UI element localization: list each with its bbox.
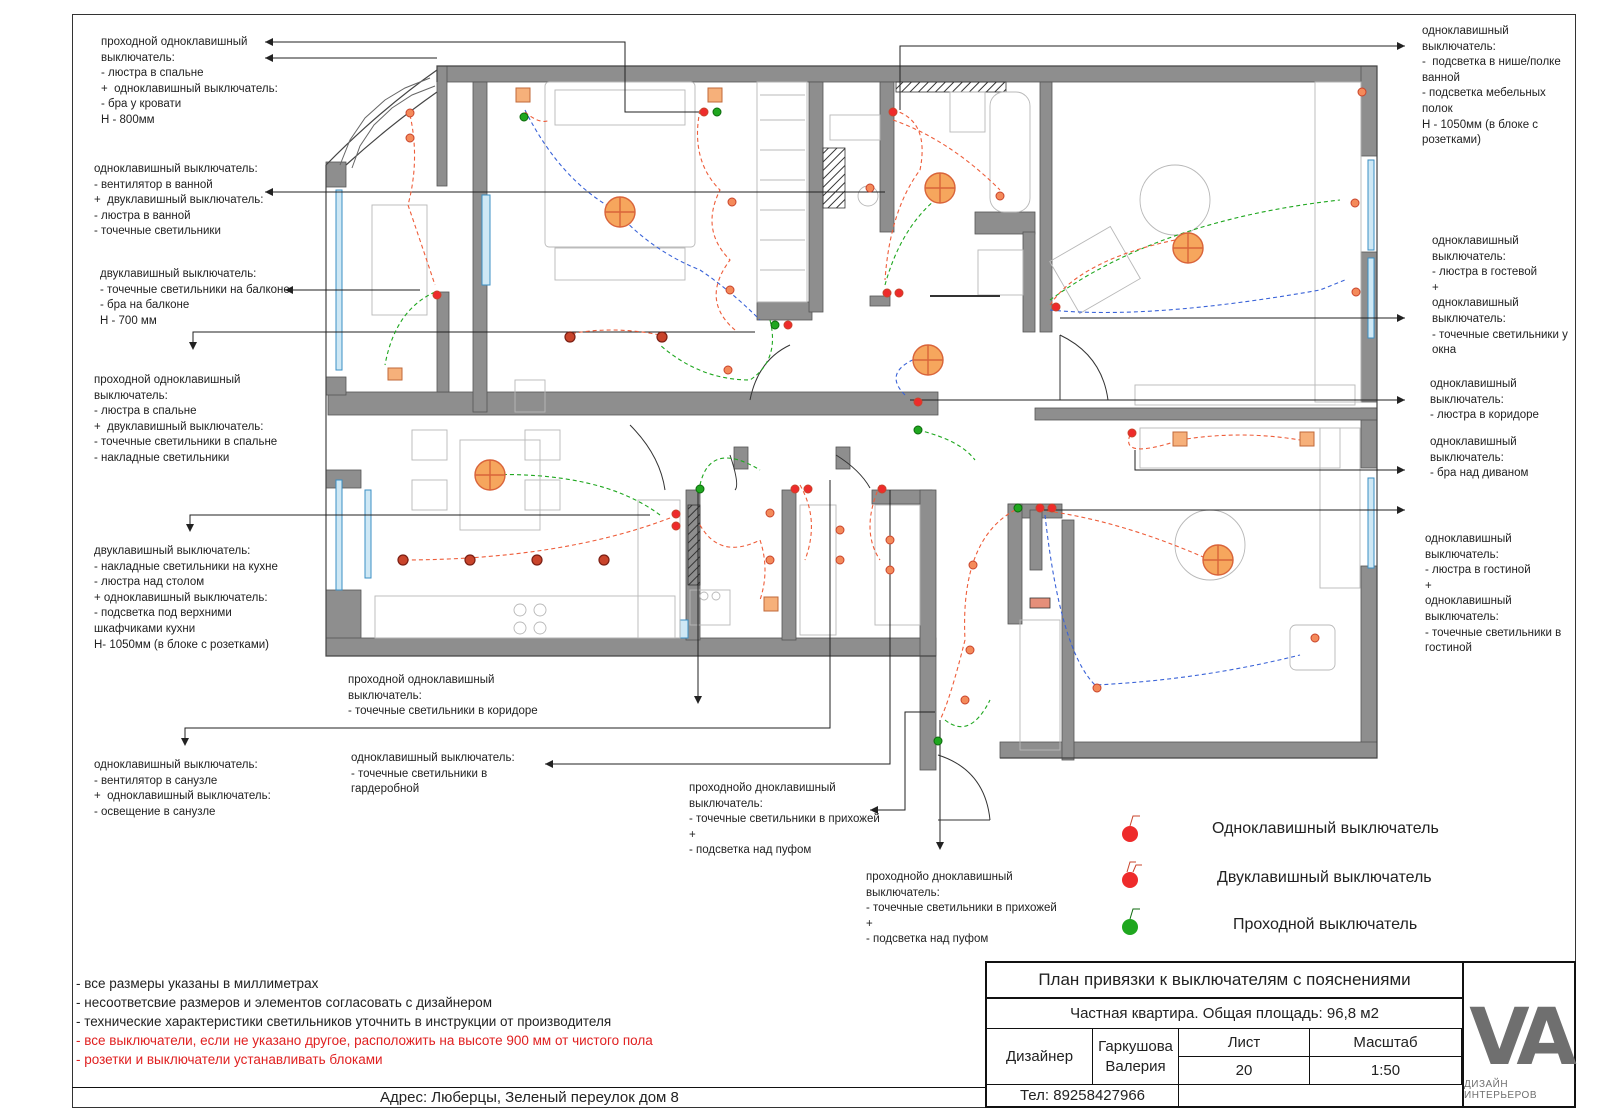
designer-name: Гаркушова Валерия (1093, 1029, 1179, 1085)
logo-caption: ДИЗАЙН ИНТЕРЬЕРОВ (1464, 1079, 1537, 1101)
sheet-subtitle: Частная квартира. Общая площадь: 96,8 м2 (987, 999, 1462, 1029)
designer-label: Дизайнер (987, 1029, 1093, 1085)
note-bedroom-double-switch: проходной одноклавишный выключатель: - л… (94, 374, 278, 464)
wiring (384, 109, 1346, 728)
designer-name-last: Валерия (1105, 1057, 1166, 1075)
note-kitchen-switch: двуклавишный выключатель: - накладные св… (94, 545, 278, 651)
doors (629, 295, 1109, 821)
general-note-2: - несоответсвие размеров и элементов сог… (76, 995, 493, 1010)
leader-lines (184, 41, 1405, 845)
note-hall-pass-switch-2: проходнойо дноклавишный выключатель: - т… (866, 871, 1057, 946)
note-bedroom-pass-switch: проходной одноклавишный выключатель: - л… (101, 36, 278, 126)
sheet-label: Лист (1179, 1029, 1310, 1057)
legend-double-switch-label: Двуклавишный выключатель (1217, 869, 1432, 886)
note-hall-pass-switch-1: проходнойо дноклавишный выключатель: - т… (689, 782, 880, 857)
general-note-4: - все выключатели, если не указано друго… (76, 1033, 653, 1048)
title-block: План привязки к выключателям с пояснения… (985, 961, 1577, 1108)
designer-name-first: Гаркушова (1098, 1037, 1173, 1055)
windows (335, 159, 1375, 639)
general-note-3: - технические характеристики светильнико… (76, 1014, 612, 1029)
chandelier-bedroom (604, 196, 636, 228)
note-living-room-switch: одноклавишный выключатель: - люстра в го… (1425, 533, 1562, 655)
outline (325, 65, 1378, 759)
logo-mark: VA (1469, 993, 1576, 1083)
balcony-bay (339, 77, 436, 169)
legend-pass-switch-label: Проходной выключатель (1233, 916, 1418, 933)
chandelier-kitchen (474, 459, 506, 491)
legend-single-switch-label: Одноклавишный выключатель (1212, 820, 1439, 837)
note-niche-switch: одноклавишный выключатель: - подсветка в… (1422, 25, 1561, 147)
chandelier-corridor (912, 344, 944, 376)
note-sofa-sconce-switch: одноклавишный выключатель: - бра над див… (1430, 436, 1529, 480)
sheet-frame (72, 14, 1576, 1108)
general-note-1: - все размеры указаны в миллиметрах (76, 976, 319, 991)
legend-symbol-single (1122, 815, 1140, 842)
chandelier-bath (924, 172, 956, 204)
sheet-title: План привязки к выключателям с пояснения… (987, 963, 1462, 999)
note-corridor-pass-switch: проходной одноклавишный выключатель: - т… (348, 674, 538, 718)
address: Адрес: Люберцы, Зеленый переулок дом 8 (380, 1089, 679, 1106)
address-divider (72, 1087, 985, 1088)
scale-label: Масштаб (1310, 1029, 1462, 1057)
surface-lights (397, 331, 668, 566)
sheet-number: 20 (1179, 1057, 1310, 1085)
note-wc-switch: одноклавишный выключатель: - вентилятор … (94, 759, 271, 818)
chandelier-living (1202, 544, 1234, 576)
leader-arrows (181, 38, 1405, 850)
plan-switches (432, 107, 1137, 746)
note-bath-switches: одноклавишный выключатель: - вентилятор … (94, 163, 264, 238)
scale-value: 1:50 (1310, 1057, 1462, 1085)
note-wardrobe-switch: одноклавишный выключатель: - точечные св… (351, 752, 515, 796)
spotlights (405, 87, 1367, 705)
wall-lamps (387, 87, 1315, 612)
chandelier-guest (1172, 232, 1204, 264)
furniture (371, 81, 1362, 751)
note-balcony-switch: двуклавишный выключатель: - точечные све… (100, 268, 290, 327)
hatched-walls (687, 81, 1051, 609)
chandeliers (474, 172, 1234, 576)
phone: Тел: 89258427966 (987, 1085, 1179, 1106)
legend-symbol-double (1122, 861, 1142, 888)
note-corridor-switch: одноклавишный выключатель: - люстра в ко… (1430, 378, 1539, 422)
legend-symbols (1122, 815, 1142, 935)
legend-symbol-pass (1122, 908, 1140, 935)
general-note-5: - розетки и выключатели устанавливать бл… (76, 1052, 383, 1067)
studio-logo: VA ДИЗАЙН ИНТЕРЬЕРОВ (1462, 963, 1577, 1106)
note-guest-room-switch: одноклавишный выключатель: - люстра в го… (1432, 235, 1568, 357)
walls (325, 65, 1378, 771)
